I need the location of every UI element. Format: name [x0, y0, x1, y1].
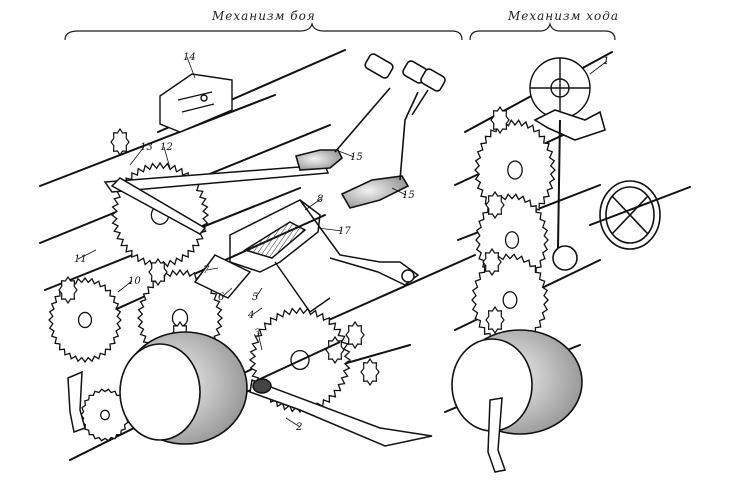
leader-n15b — [391, 187, 407, 196]
going-bracket — [469, 21, 616, 41]
part-number-n13: 13 — [140, 142, 153, 153]
leader-n5 — [255, 287, 263, 298]
pinion-6 — [360, 357, 380, 387]
part-number-n5: 5 — [252, 292, 258, 303]
leader-n1 — [589, 60, 608, 75]
balance-wheel — [599, 180, 661, 250]
leader-n6 — [221, 287, 233, 298]
part-number-n11: 11 — [74, 254, 87, 265]
escape-wheel — [529, 57, 591, 119]
part-number-n14: 14 — [183, 52, 196, 63]
pinion-8 — [485, 190, 505, 220]
gear-strike-2-hub — [77, 311, 93, 329]
part-number-n15b: 15 — [402, 190, 415, 201]
part-number-n12: 12 — [160, 142, 173, 153]
leader-n4 — [251, 307, 263, 316]
pinion-2 — [58, 275, 78, 305]
pinion-10 — [485, 305, 505, 335]
leader-n14 — [186, 56, 196, 79]
pinion-1 — [110, 127, 130, 157]
gear-going-1-hub — [507, 160, 523, 180]
part-number-n2: 2 — [295, 422, 302, 433]
gear-going-3-hub — [502, 291, 518, 309]
pinions — [58, 105, 510, 387]
pinion-3 — [148, 257, 168, 287]
strike-barrel — [119, 331, 248, 445]
part-number-n15a: 15 — [350, 152, 363, 163]
part-number-n6: 6 — [218, 292, 225, 303]
strike-mechanism-header: Механизм боя — [212, 9, 316, 23]
leader-n11 — [77, 249, 97, 260]
leader-n7 — [206, 267, 219, 271]
part-number-n1: 1 — [603, 56, 609, 67]
going-barrel — [451, 329, 583, 435]
leader-n2 — [285, 417, 301, 428]
pinion-5 — [325, 335, 345, 365]
bell-plate — [159, 73, 233, 133]
leader-n3 — [257, 332, 263, 351]
strike-hammers — [295, 53, 446, 209]
pinion-7 — [490, 105, 510, 135]
part-labels: 14 13 12 15 15 8 17 7 6 5 4 11 10 3 2 1 — [74, 52, 609, 433]
strike-bracket — [64, 21, 463, 41]
leader-n13 — [129, 146, 145, 166]
going-mechanism-header: Механизм хода — [508, 9, 620, 23]
gear-strike-5-hub — [100, 409, 110, 421]
locking-plate-frame — [193, 199, 420, 314]
leader-n10 — [117, 280, 133, 293]
click-spring — [67, 370, 506, 473]
pinion-9 — [482, 247, 502, 277]
leader-n17 — [317, 227, 343, 232]
count-lever — [103, 164, 330, 235]
part-number-n10: 10 — [128, 276, 141, 287]
part-number-n4: 4 — [247, 310, 254, 321]
anchor-pallet — [533, 109, 606, 271]
part-number-n8: 8 — [317, 194, 323, 205]
pinion-11 — [345, 320, 365, 350]
leader-n12 — [163, 146, 171, 169]
leader-n15a — [335, 149, 355, 158]
part-number-n17: 17 — [338, 226, 351, 237]
part-number-n3: 3 — [254, 328, 260, 339]
leader-n8 — [304, 198, 322, 211]
gear-going-2-hub — [504, 231, 520, 249]
part-number-n7: 7 — [203, 265, 210, 276]
hammer-spring — [249, 341, 433, 447]
